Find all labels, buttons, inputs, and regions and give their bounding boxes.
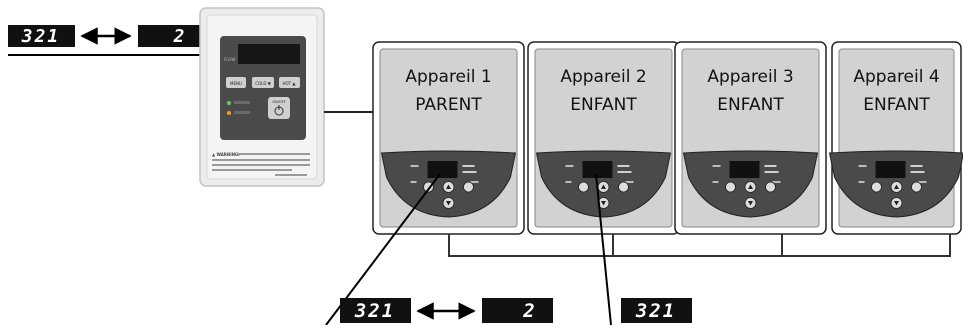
unit-2-name: Appareil 2 bbox=[560, 67, 646, 87]
unit-1-role: PARENT bbox=[415, 95, 482, 115]
unit-3-left-button[interactable] bbox=[725, 181, 736, 193]
digit-display-321-top-text: 321 bbox=[21, 26, 61, 47]
unit-4-display bbox=[875, 161, 906, 178]
unit-1-display bbox=[427, 161, 458, 178]
up-arrow-icon bbox=[894, 184, 899, 189]
link-cable-2-3 bbox=[613, 234, 783, 257]
led-orange bbox=[227, 111, 231, 115]
digit-display-321-bottom-left bbox=[340, 298, 411, 323]
unit-2-right-button[interactable] bbox=[618, 181, 629, 193]
menu-button-label: MENU bbox=[230, 81, 242, 86]
unit-3-role: ENFANT bbox=[717, 95, 784, 115]
unit-3-right-button[interactable] bbox=[765, 181, 776, 193]
up-arrow-icon bbox=[446, 184, 451, 189]
unit-3-display bbox=[729, 161, 760, 178]
unit-2: Appareil 2 ENFANT bbox=[527, 41, 680, 235]
unit-4-left-button[interactable] bbox=[871, 181, 882, 193]
digit-display-2-bottom bbox=[482, 298, 553, 323]
unit-4-right-button[interactable] bbox=[911, 181, 922, 193]
down-arrow-icon bbox=[446, 201, 451, 206]
menu-button[interactable] bbox=[226, 77, 246, 88]
digit-display-2-top-text: 2 bbox=[173, 26, 187, 47]
digit-display-2-top bbox=[138, 25, 200, 47]
link-cable-3-4 bbox=[782, 234, 951, 257]
svg-text:FLOW: FLOW bbox=[224, 57, 236, 62]
unit-4: Appareil 4 ENFANT bbox=[828, 41, 963, 235]
unit-2-role: ENFANT bbox=[570, 95, 637, 115]
unit-4-role: ENFANT bbox=[863, 95, 930, 115]
led-green bbox=[227, 101, 231, 105]
unit-1: Appareil 1 PARENT bbox=[372, 41, 525, 235]
hot-button[interactable] bbox=[279, 77, 300, 88]
digit-display-321-bottom-right-text: 321 bbox=[635, 300, 676, 322]
top-display-legend: 321 2 bbox=[8, 25, 238, 56]
bottom-display-legend: 321 2 321 bbox=[340, 298, 692, 323]
unit-link-cables bbox=[448, 234, 951, 257]
warning-title: ▲ WARNING: bbox=[212, 152, 240, 157]
unit-2-display bbox=[582, 161, 613, 178]
unit-4-name: Appareil 4 bbox=[853, 67, 939, 87]
down-arrow-icon bbox=[748, 201, 753, 206]
pointer-line-unit2 bbox=[595, 173, 612, 325]
cold-button[interactable] bbox=[252, 77, 274, 88]
up-arrow-icon bbox=[601, 184, 606, 189]
down-arrow-icon bbox=[894, 201, 899, 206]
digit-display-321-bottom-right bbox=[621, 298, 692, 323]
digit-display-321-bottom-left-text: 321 bbox=[354, 300, 395, 322]
cold-button-label: COLD ▼ bbox=[255, 81, 272, 86]
digit-display-2-bottom-text: 2 bbox=[522, 300, 536, 322]
unit-1-name: Appareil 1 bbox=[405, 67, 491, 87]
down-arrow-icon bbox=[601, 201, 606, 206]
digit-display-321-top bbox=[8, 25, 75, 47]
unit-3: Appareil 3 ENFANT bbox=[674, 41, 827, 235]
controller-lcd bbox=[238, 44, 300, 64]
unit-3-name: Appareil 3 bbox=[707, 67, 793, 87]
hot-button-label: HOT ▲ bbox=[283, 81, 297, 86]
unit-2-left-button[interactable] bbox=[578, 181, 589, 193]
remote-controller: FLOW MENU COLD ▼ HOT ▲ ON/OFF ▲ WARNING: bbox=[199, 7, 325, 187]
up-arrow-icon bbox=[748, 184, 753, 189]
unit-1-right-button[interactable] bbox=[463, 181, 474, 193]
link-cable-1-2 bbox=[448, 234, 614, 257]
power-button-label: ON/OFF bbox=[272, 100, 285, 104]
